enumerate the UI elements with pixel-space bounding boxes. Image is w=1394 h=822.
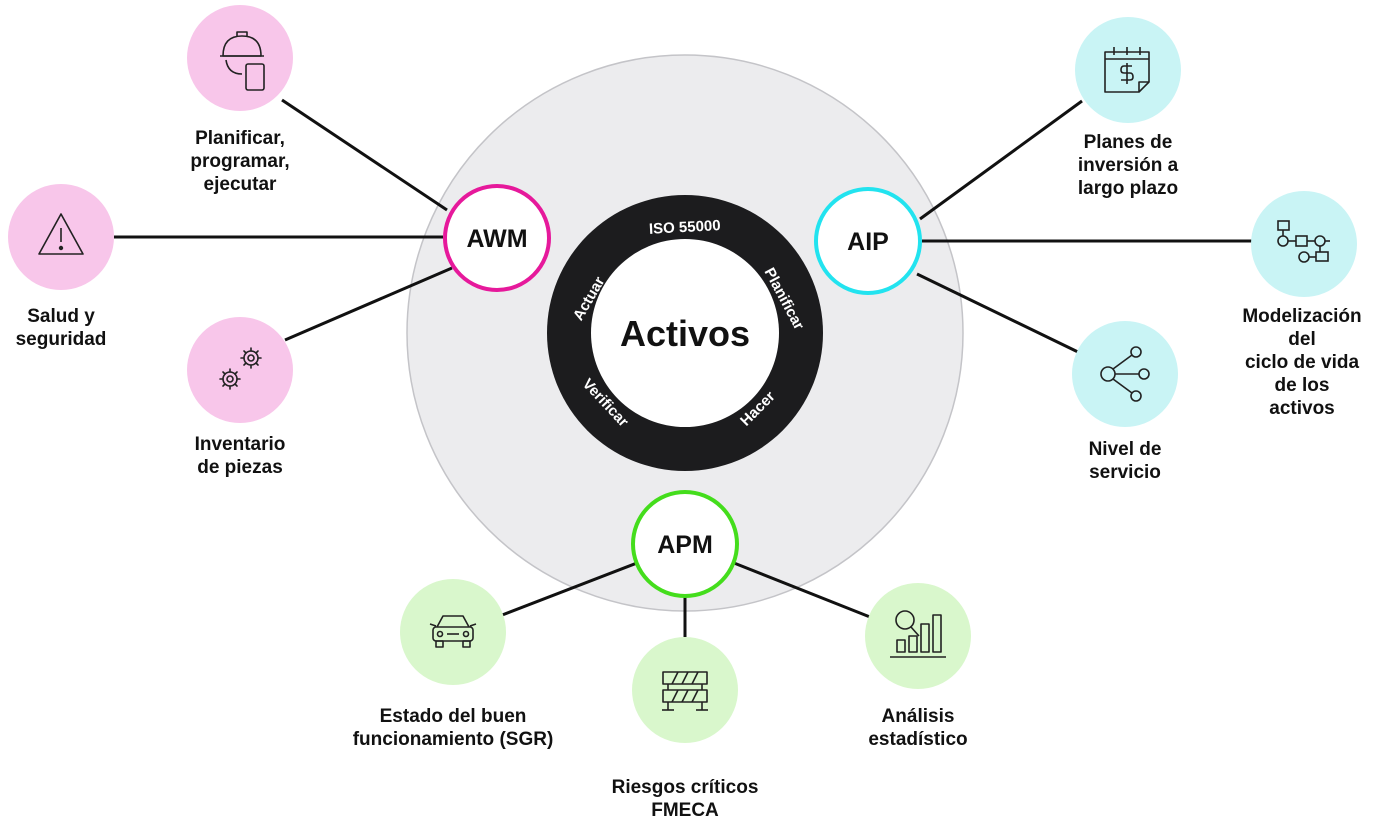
hub-awm [443, 184, 551, 292]
label-estado: Estado del buen funcionamiento (SGR) [352, 706, 554, 750]
connector-inventario [284, 266, 453, 342]
label-riesgos: Riesgos críticos FMECA [611, 777, 759, 821]
node-salud [8, 184, 114, 290]
calendar-dollar-icon [1104, 47, 1150, 93]
car-icon [429, 615, 477, 648]
flowchart-icon [1277, 220, 1330, 263]
node-inventario [187, 317, 293, 423]
label-nivel: Nivel de servicio [1088, 439, 1162, 483]
ring-iso: ISO 55000 [649, 217, 722, 238]
label-salud: Salud y seguridad [15, 306, 107, 350]
connector-planificar [281, 98, 448, 212]
node-analisis [865, 583, 971, 689]
connector-analisis [733, 561, 871, 619]
node-planes [1075, 17, 1181, 123]
connector-planes [919, 99, 1083, 221]
hub-aip [814, 187, 922, 295]
hub-awm-label: AWM [466, 225, 527, 253]
share-nodes-icon [1100, 346, 1150, 402]
chart-search-icon [890, 610, 946, 658]
center-core [591, 239, 779, 427]
connector-estado [496, 561, 638, 619]
gears-icon [219, 347, 262, 390]
label-inventario: Inventario de piezas [194, 434, 286, 478]
label-modelizacion: Modelización del ciclo de vida de los ac… [1242, 306, 1362, 419]
worker-tablet-icon [220, 31, 265, 91]
warning-triangle-icon [38, 213, 84, 255]
hub-apm-label: APM [657, 531, 713, 559]
node-estado [400, 579, 506, 685]
node-riesgos [632, 637, 738, 743]
hub-aip-label: AIP [847, 228, 889, 256]
connector-nivel [916, 272, 1079, 354]
node-modelizacion [1251, 191, 1357, 297]
connectors [114, 98, 1252, 637]
label-planes: Planes de inversión a largo plazo [1077, 132, 1179, 199]
label-analisis: Análisis estadístico [868, 706, 968, 750]
node-planificar [187, 5, 293, 111]
hub-apm [631, 490, 739, 598]
center-title: Activos [620, 313, 750, 354]
barrier-icon [662, 671, 708, 711]
node-nivel [1072, 321, 1178, 427]
label-planificar: Planificar, programar, ejecutar [190, 128, 290, 195]
